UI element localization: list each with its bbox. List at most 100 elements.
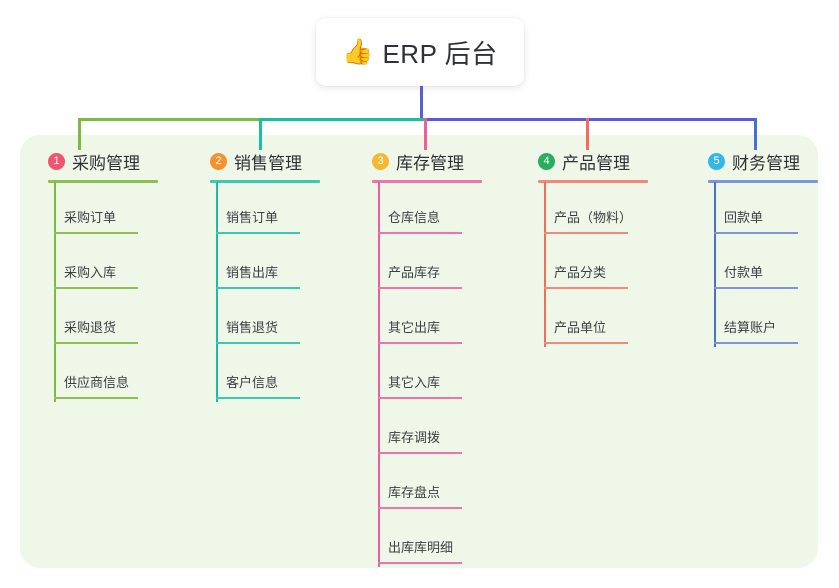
column-items-4: 产品（物料） 产品分类产品单位	[518, 182, 678, 347]
column-header-2[interactable]: 2 销售管理	[190, 143, 350, 183]
list-item-underline	[544, 287, 628, 289]
list-item[interactable]: 其它入库	[352, 347, 512, 402]
column-underline-5	[708, 180, 818, 183]
column-header-5[interactable]: 5 财务管理	[688, 143, 839, 183]
list-item-label: 产品库存	[388, 265, 441, 280]
list-item[interactable]: 产品单位	[518, 292, 678, 347]
branch-drop-4	[586, 118, 589, 150]
list-item-underline	[544, 342, 628, 344]
column-header-3[interactable]: 3 库存管理	[352, 143, 512, 183]
list-item-underline	[216, 342, 300, 344]
list-item-label: 销售订单	[226, 210, 279, 225]
branch-bar-segment-3	[424, 118, 754, 121]
column-badge-5: 5	[708, 152, 725, 170]
list-item[interactable]: 供应商信息	[28, 347, 188, 402]
list-item[interactable]: 仓库信息	[352, 182, 512, 237]
branch-drop-1	[78, 118, 81, 150]
list-item-label: 产品单位	[554, 320, 607, 335]
column-underline-1	[48, 180, 158, 183]
list-item-label: 结算账户	[724, 320, 777, 335]
column-underline-3	[372, 180, 482, 183]
list-item-label: 供应商信息	[64, 375, 130, 390]
list-item[interactable]: 采购退货	[28, 292, 188, 347]
column-spine-3	[378, 182, 380, 567]
list-item[interactable]: 销售退货	[190, 292, 350, 347]
column-items-1: 采购订单采购入库采购退货供应商信息	[28, 182, 188, 402]
column-badge-1: 1	[48, 152, 65, 170]
list-item[interactable]: 采购入库	[28, 237, 188, 292]
list-item-underline	[216, 232, 300, 234]
list-item[interactable]: 销售出库	[190, 237, 350, 292]
list-item-underline	[378, 232, 462, 234]
column-3: 3 库存管理仓库信息产品库存其它出库其它入库库存调拨库存盘点出库库明细	[352, 143, 512, 567]
column-badge-2: 2	[210, 152, 227, 170]
column-items-5: 回款单付款单结算账户	[688, 182, 839, 347]
list-item-underline	[714, 232, 798, 234]
column-spine-2	[216, 182, 218, 402]
list-item-underline	[54, 287, 138, 289]
list-item[interactable]: 产品（物料）	[518, 182, 678, 237]
list-item-underline	[216, 287, 300, 289]
branch-drop-3	[424, 118, 427, 150]
list-item-underline	[216, 397, 300, 399]
list-item-underline	[378, 507, 462, 509]
trunk-connector	[420, 86, 423, 121]
column-spine-5	[714, 182, 716, 347]
column-title-1: 采购管理	[72, 153, 140, 173]
column-5: 5 财务管理回款单付款单结算账户	[688, 143, 839, 347]
list-item-underline	[378, 452, 462, 454]
list-item-label: 仓库信息	[388, 210, 441, 225]
list-item-label: 产品（物料）	[554, 210, 633, 225]
list-item-label: 其它出库	[388, 320, 441, 335]
diagram-panel	[20, 135, 818, 568]
column-spine-1	[54, 182, 56, 402]
list-item[interactable]: 结算账户	[688, 292, 839, 347]
column-1: 1 采购管理采购订单采购入库采购退货供应商信息	[28, 143, 188, 402]
column-title-5: 财务管理	[732, 153, 800, 173]
list-item[interactable]: 库存调拨	[352, 402, 512, 457]
branch-bar-segment-2	[259, 118, 424, 121]
column-2: 2 销售管理销售订单销售出库销售退货客户信息	[190, 143, 350, 402]
list-item-label: 回款单	[724, 210, 764, 225]
list-item[interactable]: 付款单	[688, 237, 839, 292]
list-item-underline	[54, 342, 138, 344]
column-badge-4: 4	[538, 152, 555, 170]
list-item[interactable]: 销售订单	[190, 182, 350, 237]
thumbs-up-icon: 👍	[342, 37, 374, 66]
list-item-underline	[378, 397, 462, 399]
column-underline-4	[538, 180, 648, 183]
list-item-label: 库存调拨	[388, 430, 441, 445]
list-item[interactable]: 产品分类	[518, 237, 678, 292]
branch-bar-segment-1	[78, 118, 259, 121]
list-item-label: 产品分类	[554, 265, 607, 280]
list-item-label: 销售出库	[226, 265, 279, 280]
list-item-underline	[714, 287, 798, 289]
list-item[interactable]: 库存盘点	[352, 457, 512, 512]
list-item-underline	[378, 562, 462, 564]
list-item[interactable]: 采购订单	[28, 182, 188, 237]
list-item-label: 采购订单	[64, 210, 117, 225]
branch-drop-2	[259, 118, 262, 150]
column-title-2: 销售管理	[234, 153, 302, 173]
root-node-label: ERP 后台	[382, 38, 498, 69]
list-item-label: 库存盘点	[388, 485, 441, 500]
column-title-3: 库存管理	[396, 153, 464, 173]
column-badge-3: 3	[372, 152, 389, 170]
list-item-label: 采购入库	[64, 265, 117, 280]
list-item-label: 其它入库	[388, 375, 441, 390]
column-underline-2	[210, 180, 320, 183]
list-item[interactable]: 出库库明细	[352, 512, 512, 567]
column-items-3: 仓库信息产品库存其它出库其它入库库存调拨库存盘点出库库明细	[352, 182, 512, 567]
list-item[interactable]: 客户信息	[190, 347, 350, 402]
list-item-underline	[378, 342, 462, 344]
list-item-underline	[714, 342, 798, 344]
list-item[interactable]: 回款单	[688, 182, 839, 237]
column-header-1[interactable]: 1 采购管理	[28, 143, 188, 183]
list-item[interactable]: 产品库存	[352, 237, 512, 292]
list-item[interactable]: 其它出库	[352, 292, 512, 347]
root-node[interactable]: 👍 ERP 后台	[316, 18, 524, 86]
list-item-label: 销售退货	[226, 320, 279, 335]
